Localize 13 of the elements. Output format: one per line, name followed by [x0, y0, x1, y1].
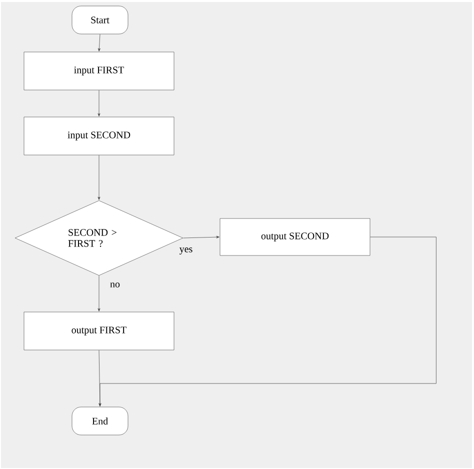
process-box: output FIRST	[24, 312, 174, 350]
arrow	[98, 276, 100, 312]
arrow	[98, 236, 436, 406]
terminal-box: Start	[72, 6, 128, 34]
terminal-box: End	[72, 406, 128, 436]
arrow	[98, 155, 100, 200]
arrow	[98, 34, 100, 52]
process-box: input SECOND	[24, 116, 174, 156]
process-box: output SECOND	[220, 218, 370, 256]
arrow	[183, 236, 220, 238]
arrow	[98, 90, 100, 116]
process-box: input FIRST	[24, 52, 174, 90]
edge-label: no	[109, 282, 121, 288]
